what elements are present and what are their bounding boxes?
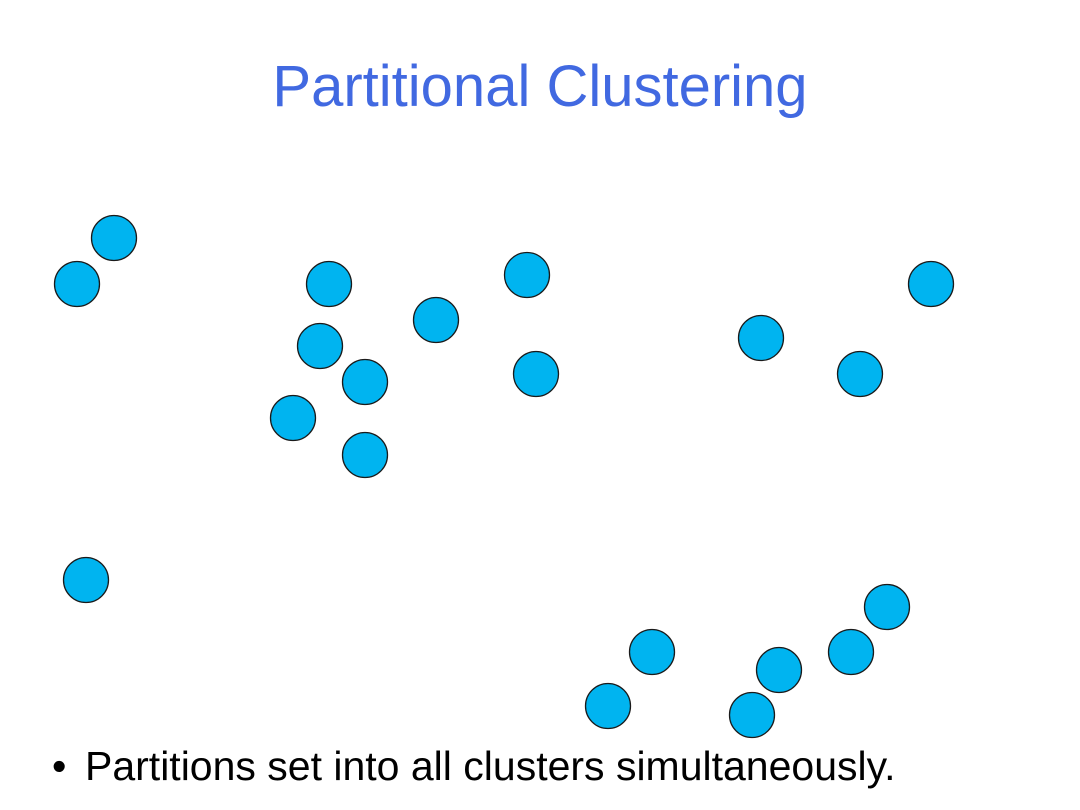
data-point (269, 394, 317, 442)
data-point (737, 314, 785, 362)
data-point (53, 260, 101, 308)
data-point (836, 350, 884, 398)
data-point (341, 358, 389, 406)
data-point (341, 431, 389, 479)
data-point (728, 691, 776, 739)
bullet-item: • Partitions set into all clusters simul… (52, 733, 1062, 799)
data-point (412, 296, 460, 344)
data-point (305, 260, 353, 308)
data-point (863, 583, 911, 631)
data-point (512, 350, 560, 398)
data-point (907, 260, 955, 308)
bullet-text: Partitions set into all clusters simulta… (85, 742, 896, 789)
data-point (296, 322, 344, 370)
data-point (755, 646, 803, 694)
data-point (503, 251, 551, 299)
data-point (827, 628, 875, 676)
data-point (90, 214, 138, 262)
bullet-icon: • (52, 742, 67, 789)
data-point (62, 556, 110, 604)
data-point (628, 628, 676, 676)
slide-title: Partitional Clustering (272, 54, 808, 119)
data-point (584, 682, 632, 730)
